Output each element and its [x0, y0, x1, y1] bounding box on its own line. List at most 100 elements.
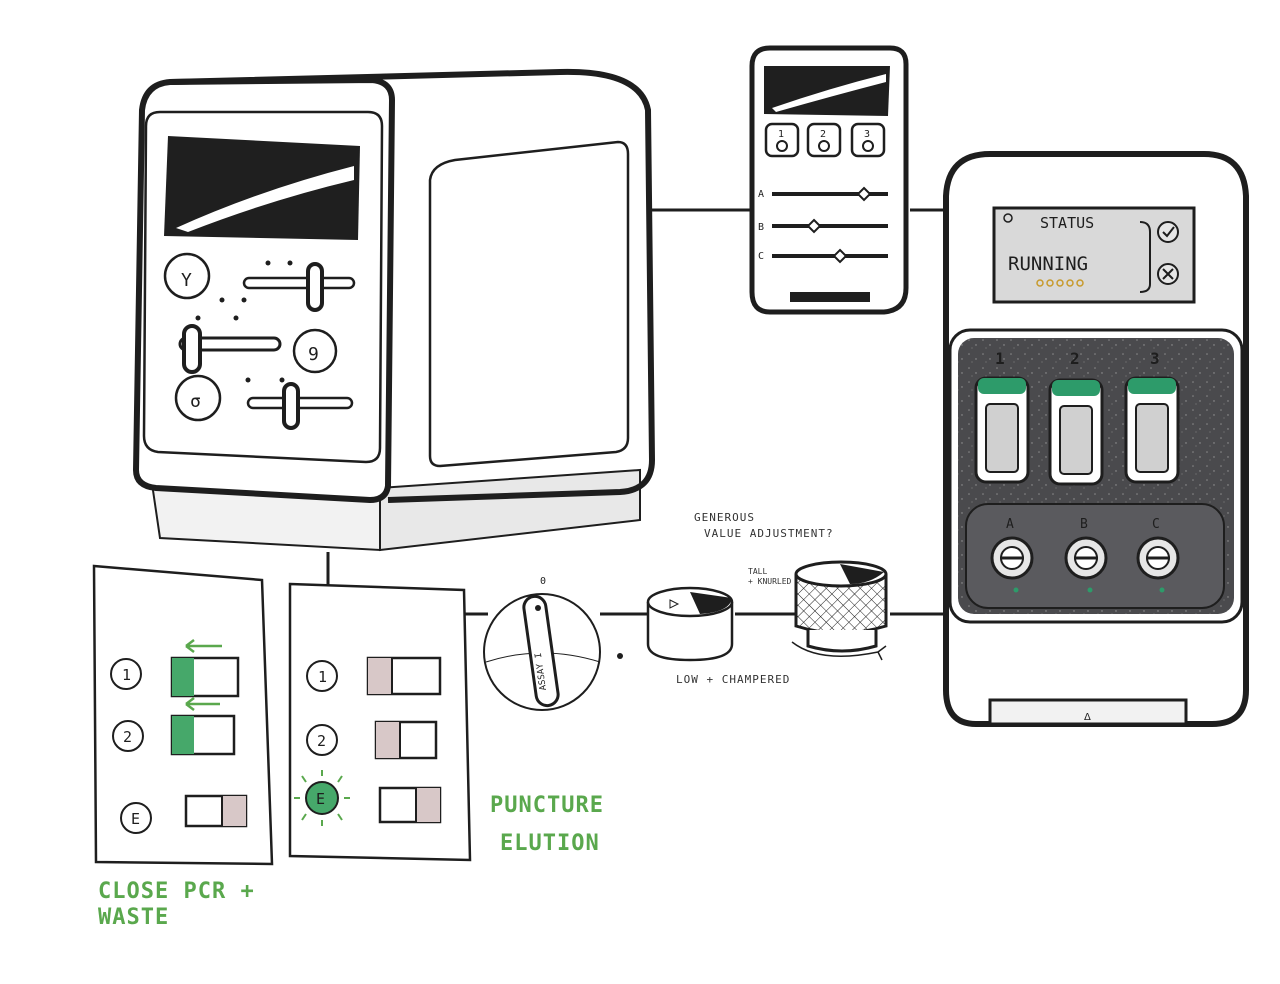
assay-dial-pointer[interactable]	[522, 594, 560, 708]
step-card-1-row-e-marker	[222, 796, 246, 826]
small-panel-slider-c-handle[interactable]	[832, 248, 848, 264]
dial-1-mark: Y	[181, 270, 192, 291]
device-slider-track-2	[178, 336, 282, 352]
tube-slot-1-cap	[978, 378, 1026, 394]
device-dial-2[interactable]	[292, 328, 338, 374]
step-card-2-row-2-label: 2	[317, 732, 326, 750]
tube-slot-1-label: 1	[995, 349, 1005, 368]
step-card-2-row-e-marker	[416, 788, 440, 822]
knob-a-label: A	[1006, 517, 1014, 532]
step-card-1-row-e-label: E	[131, 810, 140, 828]
status-device-drawer[interactable]	[988, 698, 1188, 726]
small-panel-button-3-icon	[862, 140, 874, 152]
small-panel-button-3-label: 3	[864, 129, 870, 140]
status-cancel-cross	[1162, 268, 1174, 280]
step-card-2-row-2-marker	[376, 722, 400, 758]
assay-dial-pointer-dot	[535, 605, 541, 611]
device-side-outline	[169, 68, 656, 503]
low-chamfered-knob[interactable]	[646, 586, 734, 662]
tall-knurled-knob[interactable]	[791, 560, 888, 661]
step-card-puncture-elution: 1 2 E PUNCTURE ELUTION	[288, 582, 604, 862]
status-label: STATUS	[1040, 214, 1094, 232]
small-panel-button-2-icon	[818, 140, 830, 152]
step-card-1-row-2-arrow	[185, 697, 220, 711]
small-panel-button-1-label: 1	[778, 129, 784, 140]
tall-knob-label-line-2: + KNURLED	[748, 577, 792, 586]
step-card-2-row-e-label: E	[316, 790, 325, 808]
small-panel-slider-c-label: C	[758, 251, 764, 262]
small-panel-button-1-icon	[776, 140, 788, 152]
step-card-close-pcr: 1 2 E CLOSE PCR + WASTE	[92, 564, 274, 930]
step-card-2-row-e-badge	[305, 781, 339, 815]
knob-a[interactable]	[990, 536, 1034, 593]
drawer-mark: Δ	[1084, 712, 1091, 723]
tube-slot-1[interactable]	[974, 376, 1030, 484]
question-line-1: GENEROUS	[694, 511, 755, 524]
status-screen-power-icon	[1003, 213, 1013, 223]
knob-c[interactable]	[1136, 536, 1180, 593]
tube-slot-3-label: 3	[1150, 349, 1160, 368]
device-dial-1[interactable]	[163, 252, 211, 300]
step-card-2-row-1-badge	[306, 660, 338, 692]
tube-slot-2[interactable]	[1048, 378, 1104, 486]
device-side-base	[379, 468, 641, 552]
tube-slot-2-label: 2	[1070, 349, 1080, 368]
main-device-sketch: Y 9 σ	[132, 68, 656, 552]
status-bracket	[1139, 221, 1151, 293]
dial-2-mark: 9	[308, 344, 319, 365]
screen-glare	[176, 166, 354, 232]
knob-c-label: C	[1152, 517, 1160, 532]
tube-slot-3[interactable]	[1124, 376, 1180, 484]
tube-slot-3-window	[1135, 403, 1169, 473]
device-slider-track-1	[242, 276, 356, 290]
device-indicator-dots	[195, 260, 293, 383]
step-card-1-row-2-badge	[112, 720, 144, 752]
status-progress-dots	[1036, 279, 1084, 287]
status-confirm-check	[1162, 226, 1175, 238]
small-panel-slider-a-handle[interactable]	[856, 186, 872, 202]
assay-dial-sketch: 0 ASSAY I	[483, 576, 623, 711]
small-panel-slider-b-label: B	[758, 222, 764, 233]
tall-knob-label-line-1: TALL	[748, 567, 767, 576]
knob-b-label: B	[1080, 517, 1088, 532]
step-card-1-caption-line-2: WASTE	[98, 905, 169, 930]
device-slider-handle-2[interactable]	[182, 324, 202, 374]
knob-b[interactable]	[1064, 536, 1108, 593]
step-card-1-row-2-fill	[172, 716, 194, 754]
small-panel-sliders: A B C	[758, 186, 888, 264]
step-card-2-row-1-marker	[368, 658, 392, 694]
status-value: RUNNING	[1008, 253, 1088, 275]
tube-slot-1-window	[985, 403, 1019, 473]
step-card-2-row-1-label: 1	[318, 668, 327, 686]
device-slider-handle-3[interactable]	[282, 382, 300, 430]
status-screen	[992, 206, 1196, 304]
tube-slot-2-cap	[1052, 380, 1100, 396]
dial-3-mark: σ	[190, 391, 201, 412]
status-confirm-icon[interactable]	[1157, 221, 1179, 243]
step-card-2-row-e-glow	[294, 770, 350, 826]
device-slider-handle-1[interactable]	[306, 262, 324, 312]
question-line-2: VALUE ADJUSTMENT?	[704, 527, 834, 540]
small-panel-screen-glare	[772, 74, 886, 112]
small-panel-vent	[790, 292, 870, 302]
step-card-2-row-2-badge	[306, 724, 338, 756]
status-device: STATUS RUNNING 1 2 3	[943, 151, 1249, 727]
low-knob-label: LOW + CHAMPERED	[676, 673, 790, 686]
step-card-1-row-1-fill	[172, 658, 194, 696]
step-card-1-row-1-label: 1	[122, 666, 131, 684]
step-card-2-caption-line-1: PUNCTURE	[490, 793, 604, 818]
assay-dial-top-mark: 0	[540, 576, 546, 587]
assay-dial-dot	[617, 653, 623, 659]
knob-studies: GENEROUS VALUE ADJUSTMENT? LOW + CHAMPER…	[646, 511, 888, 686]
small-panel-button-2-label: 2	[820, 129, 826, 140]
device-dial-3[interactable]	[174, 374, 222, 422]
small-panel-slider-a-label: A	[758, 189, 764, 200]
small-panel-slider-b-handle[interactable]	[806, 218, 822, 234]
step-card-1-row-2-label: 2	[123, 728, 132, 746]
step-card-1-row-e-badge	[120, 802, 152, 834]
tube-slot-3-cap	[1128, 378, 1176, 394]
device-side-panel	[428, 140, 630, 468]
step-card-1-row-1-badge	[110, 658, 142, 690]
step-card-2-caption-line-2: ELUTION	[500, 831, 600, 856]
